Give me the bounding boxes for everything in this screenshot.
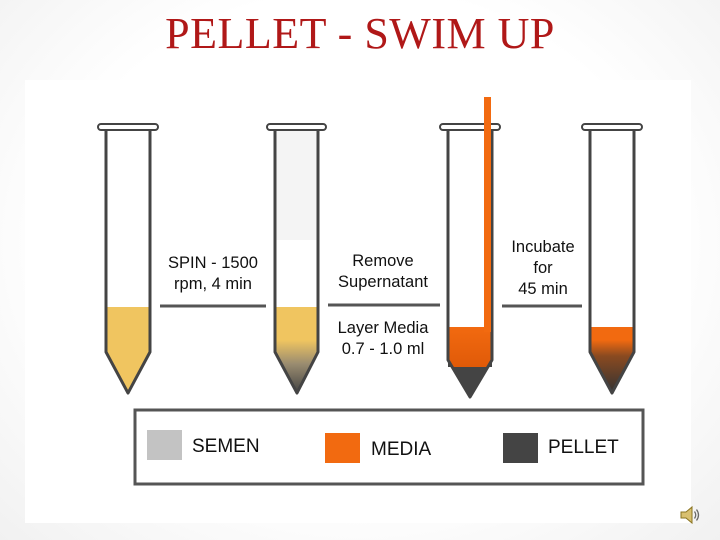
tube-1-semen-fill xyxy=(106,307,150,393)
legend-label-media: MEDIA xyxy=(371,439,432,460)
spin-label: SPIN - 1500 rpm, 4 min xyxy=(152,253,274,295)
tube-2-pellet-fill xyxy=(275,340,318,393)
tube-2-rim xyxy=(266,123,327,131)
layer-label-line-2: 0.7 - 1.0 ml xyxy=(341,340,425,358)
tube-2-outline xyxy=(273,128,320,395)
speaker-icon[interactable] xyxy=(678,503,702,527)
legend-swatch-pellet xyxy=(503,433,538,463)
tube-2-glass xyxy=(275,130,318,240)
tube-2 xyxy=(266,123,327,395)
pipette xyxy=(484,97,491,332)
tube-4-rim xyxy=(581,123,643,131)
legend-swatch-media xyxy=(325,433,360,463)
remove-label-line-1: Remove xyxy=(352,252,414,270)
incubate-label: Incubate for 45 min xyxy=(494,237,592,300)
remove-supernatant-label: Remove Supernatant xyxy=(322,251,444,293)
tube-2-semen-fill xyxy=(275,307,318,342)
legend-label-pellet: PELLET xyxy=(548,437,619,458)
tube-1-rim xyxy=(97,123,159,131)
tube-3-outline xyxy=(446,128,494,399)
slide-title: PELLET - SWIM UP xyxy=(165,9,555,58)
layer-media-label: Layer Media 0.7 - 1.0 ml xyxy=(322,318,444,360)
incubate-label-line-3: 45 min xyxy=(518,280,568,298)
tube-1 xyxy=(97,123,159,395)
layer-label-line-1: Layer Media xyxy=(337,319,429,337)
tube-4-outline xyxy=(588,128,636,395)
tube-3-pellet-tip xyxy=(452,367,488,397)
tube-4-pellet-fill xyxy=(590,340,634,393)
tube-3-media-fill xyxy=(448,327,492,367)
legend-swatch-semen xyxy=(147,430,182,460)
incubate-label-line-1: Incubate xyxy=(511,238,575,256)
spin-label-line-1: SPIN - 1500 xyxy=(168,254,258,272)
tube-4 xyxy=(581,123,643,395)
tube-1-outline xyxy=(104,128,152,395)
tube-3 xyxy=(439,97,501,399)
spin-label-line-2: rpm, 4 min xyxy=(174,275,252,293)
remove-label-line-2: Supernatant xyxy=(338,273,428,291)
incubate-label-line-2: for xyxy=(533,259,553,277)
legend-box xyxy=(133,408,645,486)
legend-label-semen: SEMEN xyxy=(192,436,260,457)
